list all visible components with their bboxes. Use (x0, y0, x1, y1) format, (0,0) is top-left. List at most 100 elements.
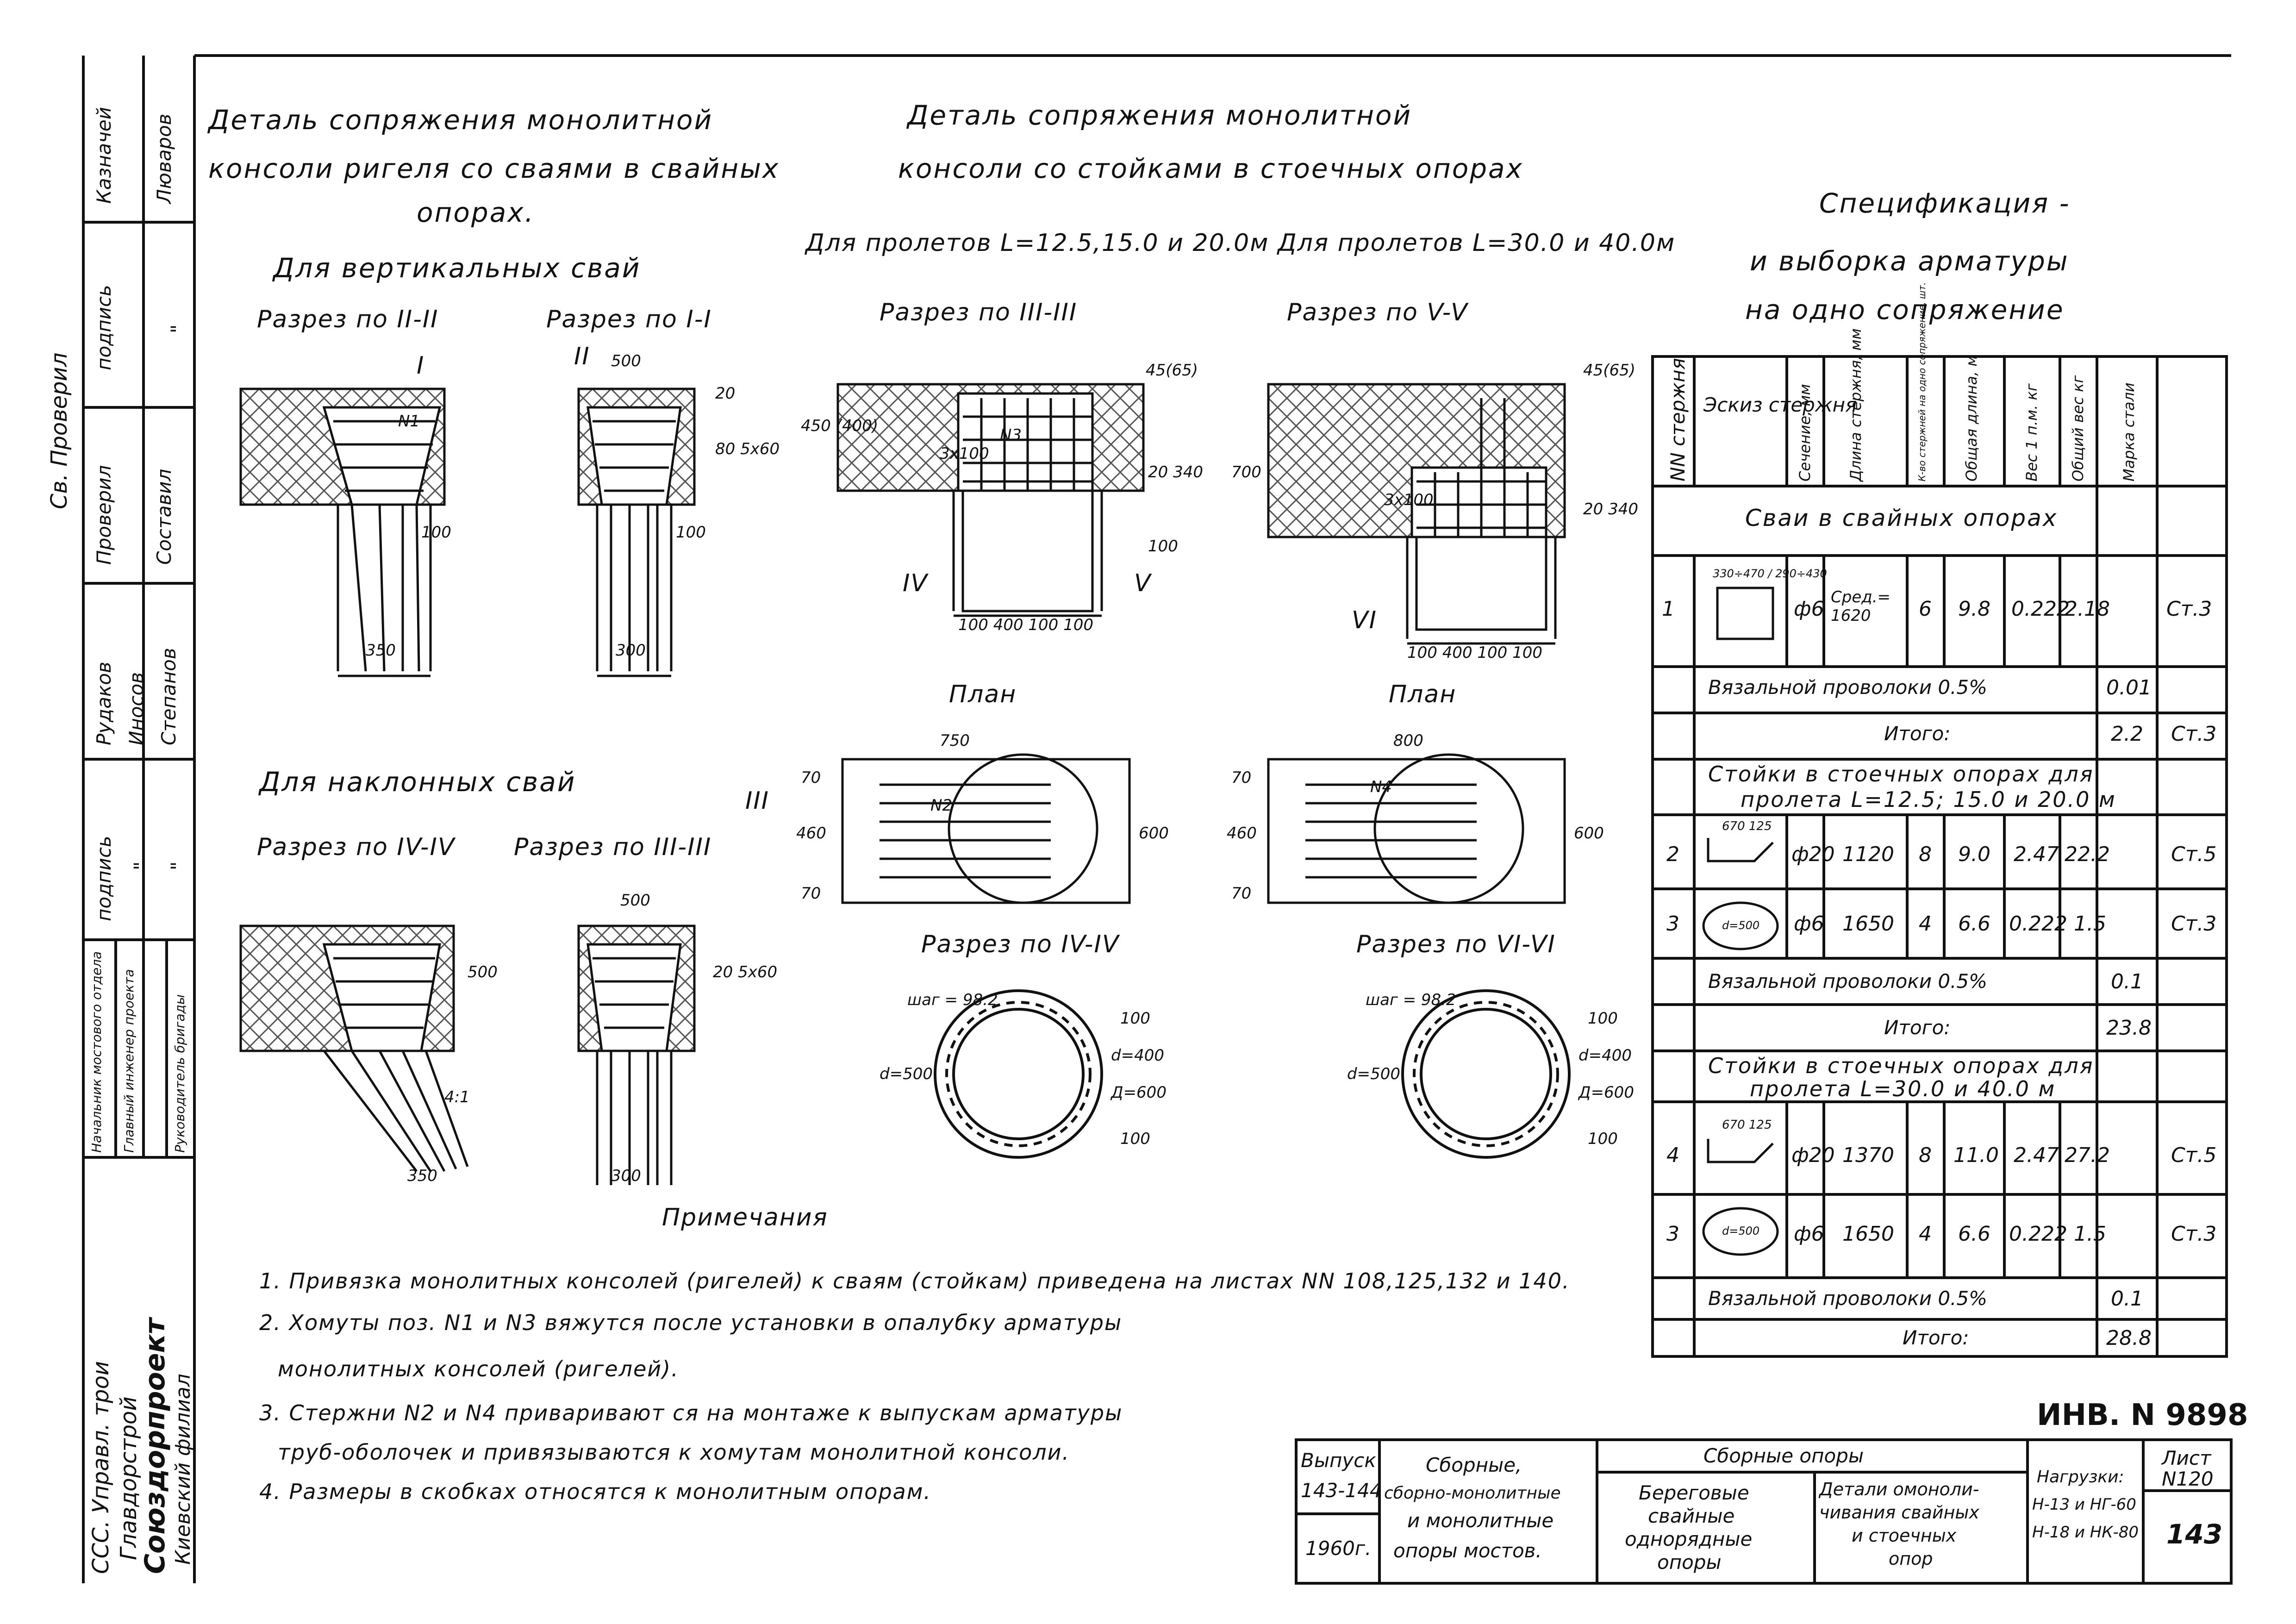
spec-g3-r1-unit-w: 2.47 (2014, 1143, 2059, 1167)
stamp-sub-3: однорядные (1625, 1528, 1753, 1550)
spec-group2-title-line1: Стойки в стоечных опорах для (1708, 762, 2094, 787)
dim-600-a: 600 (1139, 824, 1169, 843)
dim-20-340-a: 20 340 (1148, 463, 1203, 481)
stamp-sub-4: опоры (1657, 1551, 1722, 1574)
spec-g3-total-label: Итого: (1903, 1326, 1969, 1349)
mark-roman-6: VI (1352, 606, 1377, 634)
pile-detail-title-line3: опорах. (417, 197, 535, 228)
side-r6-b: Главный инженер проекта (121, 969, 137, 1153)
dim-20-5x60: 20 5х60 (713, 963, 778, 981)
spec-g3-r2-num: 3 (1666, 1222, 1679, 1246)
dim-70-a: 70 (801, 768, 821, 787)
stamp-group-header: Сборные опоры (1703, 1444, 1864, 1467)
spec-g2-r1-unit-w: 2.47 (2014, 843, 2059, 866)
section-2-2-label: Разрез по II-II (257, 306, 439, 333)
note-2: 2. Хомуты поз. N1 и N3 вяжутся после уст… (259, 1310, 1123, 1335)
spec-g3-wire-w: 0.1 (2111, 1287, 2143, 1311)
spec-g1-num: 1 (1662, 597, 1675, 621)
span-small-title: Для пролетов L=12.5,15.0 и 20.0м (805, 229, 1269, 257)
mark-roman-5: V (1134, 569, 1152, 597)
spec-g3-r2-total-w: 1.5 (2074, 1222, 2106, 1246)
section-3-3-label: Разрез по III-III (880, 299, 1078, 326)
spec-g2-total-w-sum: 23.8 (2106, 1016, 2152, 1040)
spec-g3-r1-total-w: 27.2 (2065, 1143, 2110, 1167)
spec-g3-r1-total-len: 11.0 (1953, 1143, 1999, 1167)
dim-3x100-b: 3х100 (1384, 491, 1434, 509)
mark-n3: N3 (1000, 426, 1022, 444)
side-org-2: Главдорстрой (116, 1396, 142, 1560)
spec-g3-r1-steel: Ст.5 (2171, 1143, 2217, 1167)
note-4: 4. Размеры в скобках относятся к монолит… (259, 1479, 932, 1504)
spec-g2-r1-steel: Ст.5 (2171, 843, 2217, 866)
spec-g1-total-w-sum: 2.2 (2111, 722, 2143, 746)
dim-500-a: 500 (611, 352, 641, 370)
section-6-6-label: Разрез по VI-VI (1356, 931, 1556, 958)
dim-70-c: 70 (1231, 768, 1252, 787)
side-org-4: Киевский филиал (171, 1374, 195, 1565)
spec-g2-r2-total-w: 1.5 (2074, 912, 2106, 936)
dim-80-5x60: 80 5х60 (715, 440, 780, 458)
side-org-3: Союздорпроект (139, 1318, 171, 1574)
spec-g2-r2-sketch: d=500 (1722, 919, 1760, 932)
mark-n1: N1 (398, 412, 420, 431)
span-large-title: Для пролетов L=30.0 и 40.0м (1278, 229, 1676, 257)
stamp-series-4: опоры мостов. (1393, 1539, 1542, 1562)
notes-title: Примечания (662, 1204, 828, 1231)
stamp-series-2: сборно-монолитные (1384, 1484, 1561, 1503)
dim-D600-b: Д=600 (1578, 1083, 1634, 1102)
spec-g2-r2-qty: 4 (1919, 912, 1932, 936)
spec-g3-total-w-sum: 28.8 (2106, 1326, 2152, 1350)
spec-header-length: Длина стержня, мм (1847, 328, 1865, 481)
pile-detail-title-line1: Деталь сопряжения монолитной (208, 104, 713, 136)
dim-shag-a: шаг = 98.2 (907, 991, 998, 1009)
stamp-det-2: чивания свайных (1819, 1502, 1979, 1523)
section-5-5-label: Разрез по V-V (1287, 299, 1468, 326)
spec-g3-r1-qty: 8 (1919, 1143, 1932, 1167)
dim-d500-b: d=500 (1347, 1065, 1400, 1083)
dim-row-100-400-b: 100 400 100 100 (1407, 643, 1543, 662)
spec-header-sketch: Эскиз стержня (1703, 394, 1857, 416)
dim-100-g: 100 (1588, 1130, 1618, 1148)
stamp-issue-label: Выпуск (1301, 1449, 1376, 1472)
note-3-cont: труб-оболочек и привязываются к хомутам … (278, 1440, 1070, 1465)
spec-g2-r1-qty: 8 (1919, 843, 1932, 866)
spec-g1-total-len: 9.8 (1958, 597, 1990, 621)
dim-20-a: 20 (715, 384, 736, 403)
spec-g2-r2-section: ф6 (1794, 912, 1824, 936)
spec-g2-wire-w: 0.1 (2111, 970, 2143, 993)
spec-g2-r1-total-len: 9.0 (1958, 843, 1990, 866)
side-r4-role: Рудаков (93, 662, 115, 745)
note-2-cont: монолитных консолей (ригелей). (278, 1356, 679, 1381)
side-r1-role: Казначей (93, 106, 115, 204)
spec-g1-sketch: 330÷470 / 290÷430 (1713, 567, 1827, 580)
dim-70-b: 70 (801, 884, 821, 903)
spec-title-line2: и выборка арматуры (1750, 245, 2069, 277)
dim-100-f: 100 (1588, 1009, 1618, 1028)
dim-100-b: 100 (676, 523, 706, 542)
vertical-piles-title: Для вертикальных свай (273, 252, 641, 284)
spec-header-num: NN стержня (1666, 358, 1689, 481)
stamp-series-1: Сборные, (1426, 1454, 1522, 1476)
spec-g2-r1-num: 2 (1666, 843, 1679, 866)
dim-300: 300 (616, 641, 646, 660)
dim-4-1: 4:1 (444, 1088, 470, 1106)
spec-g1-qty: 6 (1919, 597, 1932, 621)
side-r4-name: Иносов (125, 672, 148, 745)
note-1: 1. Привязка монолитных консолей (ригелей… (259, 1268, 1570, 1293)
spec-g3-r2-qty: 4 (1919, 1222, 1932, 1246)
spec-g1-total-label: Итого: (1884, 722, 1951, 745)
stamp-det-4: опор (1889, 1549, 1933, 1569)
spec-g1-total-w: 2.18 (2065, 597, 2110, 621)
spec-g3-wire-label: Вязальной проволоки 0.5% (1708, 1287, 1988, 1310)
dim-d400-a: d=400 (1111, 1046, 1164, 1065)
stamp-sheet-label: Лист (2162, 1447, 2211, 1469)
dim-D600-a: Д=600 (1111, 1083, 1167, 1102)
dim-350: 350 (366, 641, 396, 660)
stamp-loads-2: Н-18 и НК-80 (2032, 1523, 2139, 1542)
mark-roman-3: III (745, 787, 770, 815)
dim-45-65-b: 45(65) (1583, 361, 1636, 380)
spec-g1-steel: Ст.3 (2166, 597, 2212, 621)
stamp-sub-1: Береговые (1639, 1481, 1749, 1504)
side-r2-role: подпись (93, 285, 115, 370)
spec-g1-total-steel: Ст.3 (2171, 722, 2217, 746)
